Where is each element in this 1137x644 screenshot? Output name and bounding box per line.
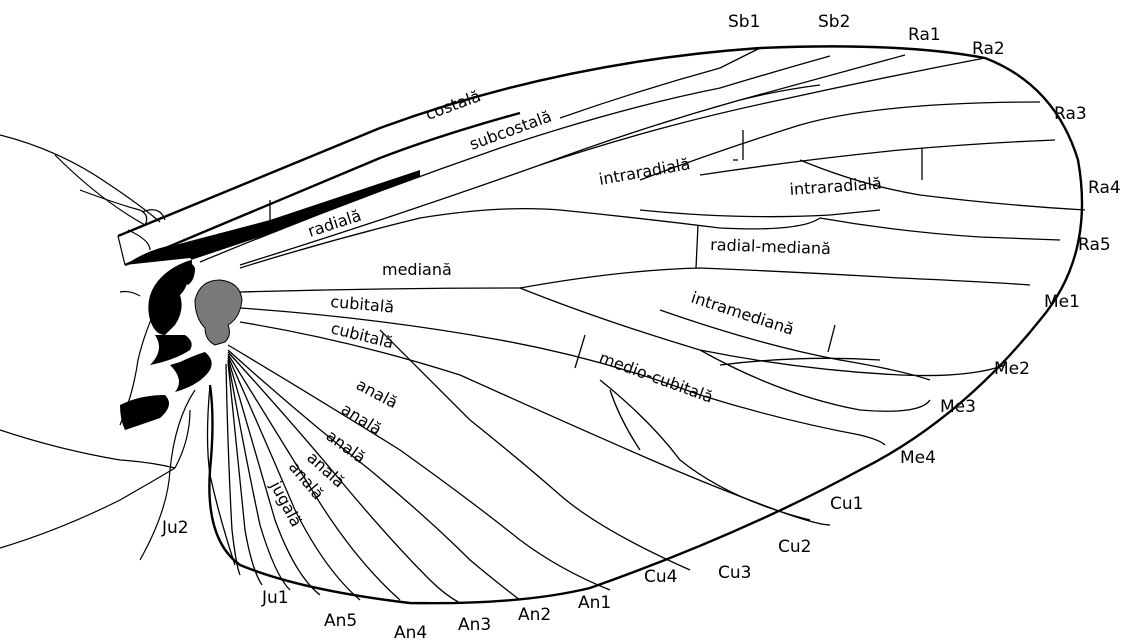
label-ju2: Ju2 xyxy=(161,518,189,538)
label-subcostala: subcostală xyxy=(467,107,554,154)
label-ju1: Ju1 xyxy=(261,588,289,608)
label-me3: Me3 xyxy=(940,397,976,417)
label-ra4: Ra4 xyxy=(1088,178,1121,198)
label-intraradiala-1: intraradială xyxy=(597,154,691,189)
label-an4: An4 xyxy=(394,623,427,643)
cubital-veins xyxy=(239,307,886,571)
label-intraradiala-2: intraradială xyxy=(789,174,882,199)
label-an2: An2 xyxy=(518,605,551,625)
label-me1: Me1 xyxy=(1044,292,1080,312)
edge-labels: Sb1 Sb2 Ra1 Ra2 Ra3 Ra4 Ra5 Me1 Me2 Me3 … xyxy=(161,12,1121,643)
label-cu2: Cu2 xyxy=(778,537,811,557)
basal-plate xyxy=(194,279,243,346)
basal-sclerites xyxy=(120,170,420,430)
label-an1: An1 xyxy=(578,593,611,613)
label-radial-mediana: radial-mediană xyxy=(710,235,831,258)
wing-outline xyxy=(117,45,1084,605)
label-intramediana: intramediană xyxy=(689,288,797,339)
label-me4: Me4 xyxy=(900,448,936,468)
label-cubitala-1: cubitală xyxy=(330,292,395,316)
median-veins xyxy=(239,267,1031,412)
label-an3: An3 xyxy=(458,615,491,635)
radial-veins xyxy=(239,54,1086,269)
label-an5: An5 xyxy=(324,611,357,631)
thorax-fragments xyxy=(0,134,196,561)
label-sb2: Sb2 xyxy=(818,12,850,32)
label-ra5: Ra5 xyxy=(1078,235,1111,255)
label-ra3: Ra3 xyxy=(1054,104,1087,124)
label-medio-cubitala: medio-cubitală xyxy=(597,348,716,407)
label-sb1: Sb1 xyxy=(728,12,760,32)
label-ra2: Ra2 xyxy=(972,39,1005,59)
label-mediana: mediană xyxy=(382,260,452,279)
label-cu3: Cu3 xyxy=(718,563,751,583)
label-cu4: Cu4 xyxy=(644,567,677,587)
costal-veins xyxy=(199,47,831,263)
label-ra1: Ra1 xyxy=(908,25,941,45)
anal-veins xyxy=(206,344,611,604)
label-me2: Me2 xyxy=(994,359,1030,379)
label-costala: costală xyxy=(423,86,483,123)
label-cu1: Cu1 xyxy=(830,494,863,514)
